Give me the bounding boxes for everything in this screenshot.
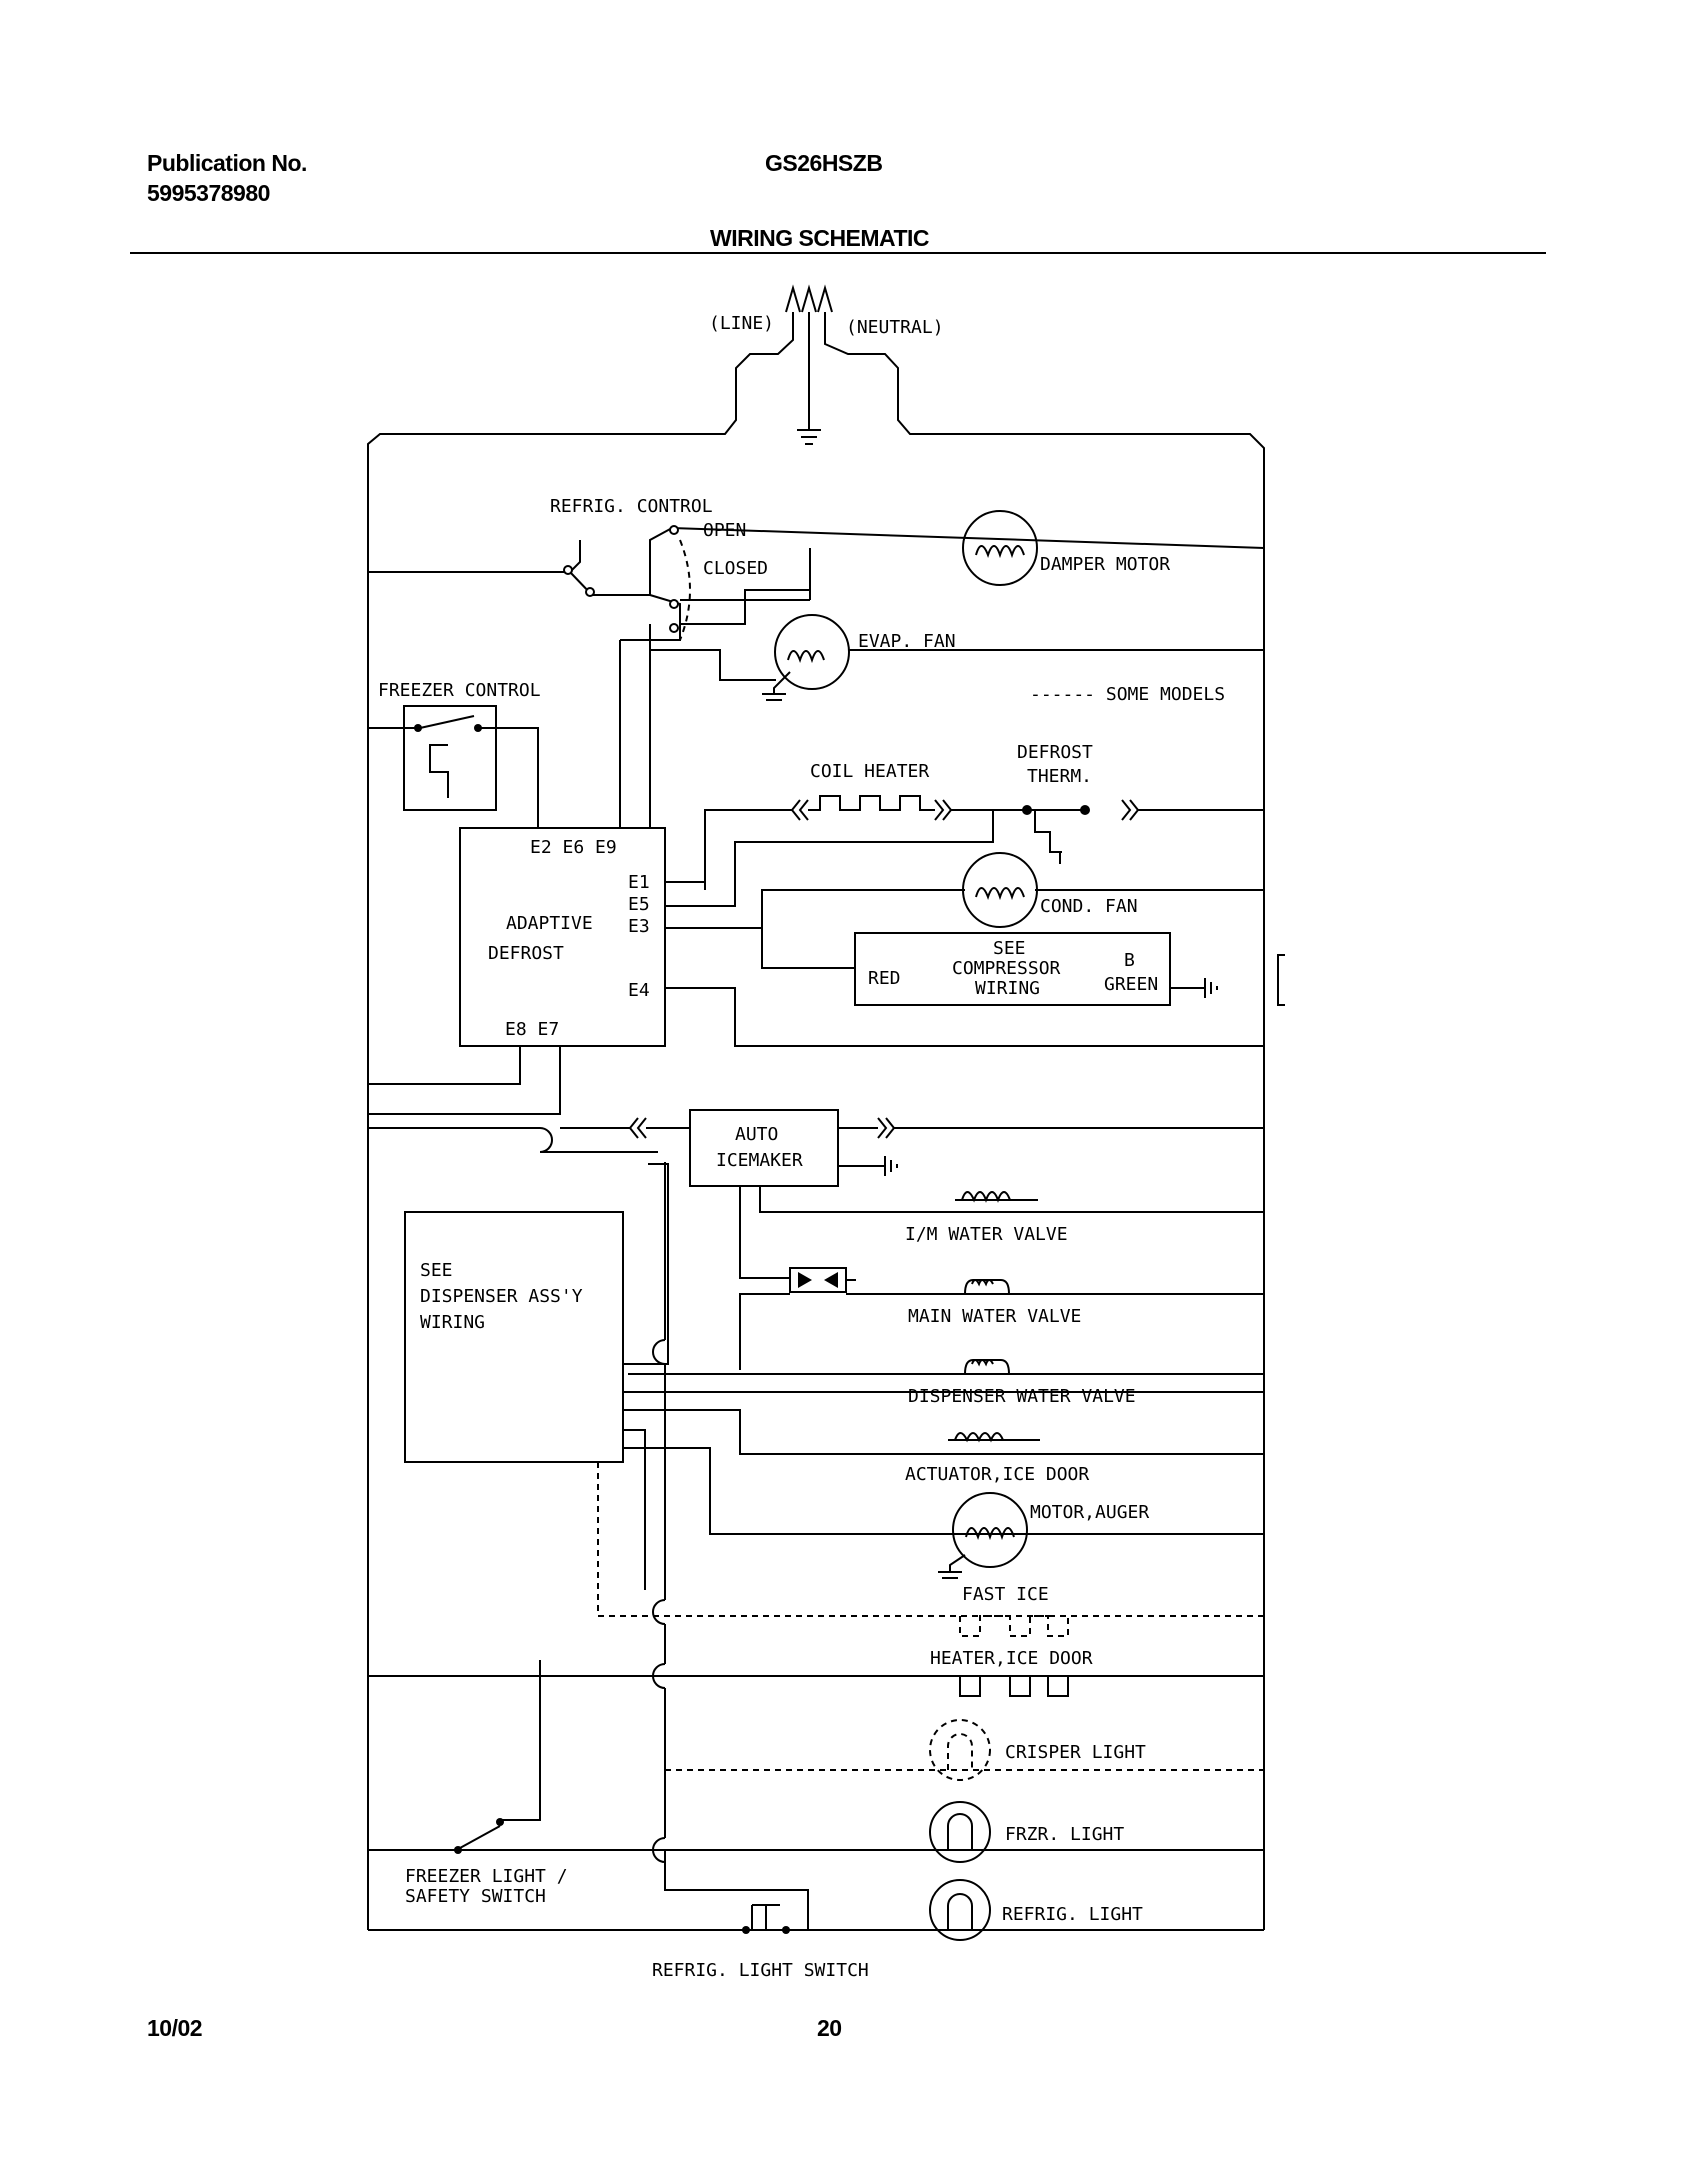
board-terminals-bottom: E8 E7 (505, 1019, 559, 1040)
freezer-light-switch-label-1: FREEZER LIGHT / (405, 1866, 568, 1887)
freezer-control (368, 705, 539, 822)
terminal-dot (1022, 805, 1032, 815)
evap-fan-label: EVAP. FAN (858, 631, 956, 652)
board-label-defrost: DEFROST (488, 943, 564, 964)
refrig-light-switch-label: REFRIG. LIGHT SWITCH (652, 1960, 869, 1981)
cond-fan-label: COND. FAN (1040, 896, 1138, 917)
dispenser-water-valve-label: DISPENSER WATER VALVE (908, 1386, 1136, 1407)
board-terminal-e3: E3 (628, 916, 650, 937)
damper-motor-label: DAMPER MOTOR (1040, 554, 1170, 575)
compressor-green: GREEN (1104, 974, 1158, 995)
refrig-control-label: REFRIG. CONTROL (550, 496, 713, 517)
board-label-adaptive: ADAPTIVE (506, 913, 593, 934)
compressor-wiring-box (854, 932, 1218, 1006)
im-water-valve (739, 1186, 1264, 1279)
refrig-light-switch (751, 1904, 780, 1930)
crisper-light-label: CRISPER LIGHT (1005, 1742, 1146, 1763)
dispenser-water-valve (628, 1359, 1264, 1375)
terminal-dot (454, 1846, 462, 1854)
evap-fan (650, 614, 1264, 701)
damper-motor (962, 510, 1038, 586)
compressor-label: COMPRESSOR (952, 958, 1061, 979)
heater-ice-door-label: HEATER,ICE DOOR (930, 1648, 1093, 1669)
terminal-dot (585, 587, 595, 597)
freezer-control-label: FREEZER CONTROL (378, 680, 541, 701)
line-label: (LINE) (709, 313, 774, 334)
defrost-therm-label-2: THERM. (1027, 766, 1092, 787)
ground-symbol (797, 429, 821, 445)
freezer-light-safety-switch (368, 1660, 541, 1851)
fast-ice-heater (959, 1615, 1069, 1637)
model-number: GS26HSZB (765, 150, 883, 176)
board-terminals-top: E2 E6 E9 (530, 837, 617, 858)
dispenser-see: SEE (420, 1260, 453, 1281)
compressor-red: RED (868, 968, 901, 989)
terminal-dot (742, 1926, 750, 1934)
terminal-dot (1080, 805, 1090, 815)
header-rule (130, 252, 1546, 254)
page-number: 20 (817, 2015, 842, 2041)
refrig-light-label: REFRIG. LIGHT (1002, 1904, 1143, 1925)
publication-number: 5995378980 (147, 180, 270, 206)
edge-bracket (1277, 954, 1285, 1006)
icemaker-label-1: AUTO (735, 1124, 778, 1145)
neutral-label: (NEUTRAL) (846, 317, 944, 338)
freezer-light-switch-label-2: SAFETY SWITCH (405, 1886, 546, 1907)
bus-crossovers (652, 1162, 666, 1870)
footer-date: 10/02 (147, 2015, 203, 2041)
frzr-light (368, 1801, 1264, 1863)
terminal-dot (563, 565, 573, 575)
frzr-light-label: FRZR. LIGHT (1005, 1824, 1124, 1845)
publication-label: Publication No. (147, 150, 307, 176)
defrost-therm-label-1: DEFROST (1017, 742, 1093, 763)
water-valve-connector (789, 1267, 856, 1293)
adaptive-defrost-board (459, 827, 666, 1047)
fast-ice-label: FAST ICE (962, 1584, 1049, 1605)
terminal-dot (474, 724, 482, 732)
compressor-see: SEE (993, 938, 1026, 959)
icemaker-label-2: ICEMAKER (716, 1150, 803, 1171)
cond-fan (962, 852, 1038, 928)
compressor-b: B (1124, 950, 1135, 971)
some-models-legend: ------ SOME MODELS (1030, 684, 1225, 705)
motor-auger-label: MOTOR,AUGER (1030, 1502, 1149, 1523)
terminal-dot (669, 525, 679, 535)
terminal-dot (414, 724, 422, 732)
board-terminal-e5: E5 (628, 894, 650, 915)
refrig-control-switch (368, 527, 1265, 820)
main-water-valve (739, 1279, 1264, 1370)
compressor-wiring: WIRING (975, 978, 1040, 999)
board-terminal-e1: E1 (628, 872, 650, 893)
auto-icemaker (368, 1109, 1264, 1187)
board-terminal-e4: E4 (628, 980, 650, 1001)
dispenser-wiring: WIRING (420, 1312, 485, 1333)
board-wiring (368, 810, 1264, 1115)
terminal-dot (782, 1926, 790, 1934)
terminal-dot (669, 623, 679, 633)
actuator-ice-door-label: ACTUATOR,ICE DOOR (905, 1464, 1089, 1485)
closed-label: CLOSED (703, 558, 768, 579)
motor-auger (938, 1492, 1028, 1579)
terminal-dot (669, 599, 679, 609)
im-water-valve-label: I/M WATER VALVE (905, 1224, 1068, 1245)
actuator-ice-door (948, 1432, 1040, 1443)
terminal-dot (496, 1818, 504, 1826)
dispenser-assy-label: DISPENSER ASS'Y (420, 1286, 583, 1307)
power-cord (367, 284, 1265, 1930)
dispenser-assembly-box (404, 1163, 1264, 1617)
coil-heater (704, 795, 1264, 890)
main-water-valve-label: MAIN WATER VALVE (908, 1306, 1081, 1327)
heater-ice-door (368, 1675, 1264, 1697)
coil-heater-label: COIL HEATER (810, 761, 929, 782)
page-title: WIRING SCHEMATIC (710, 225, 930, 251)
crisper-light (665, 1719, 1264, 1781)
